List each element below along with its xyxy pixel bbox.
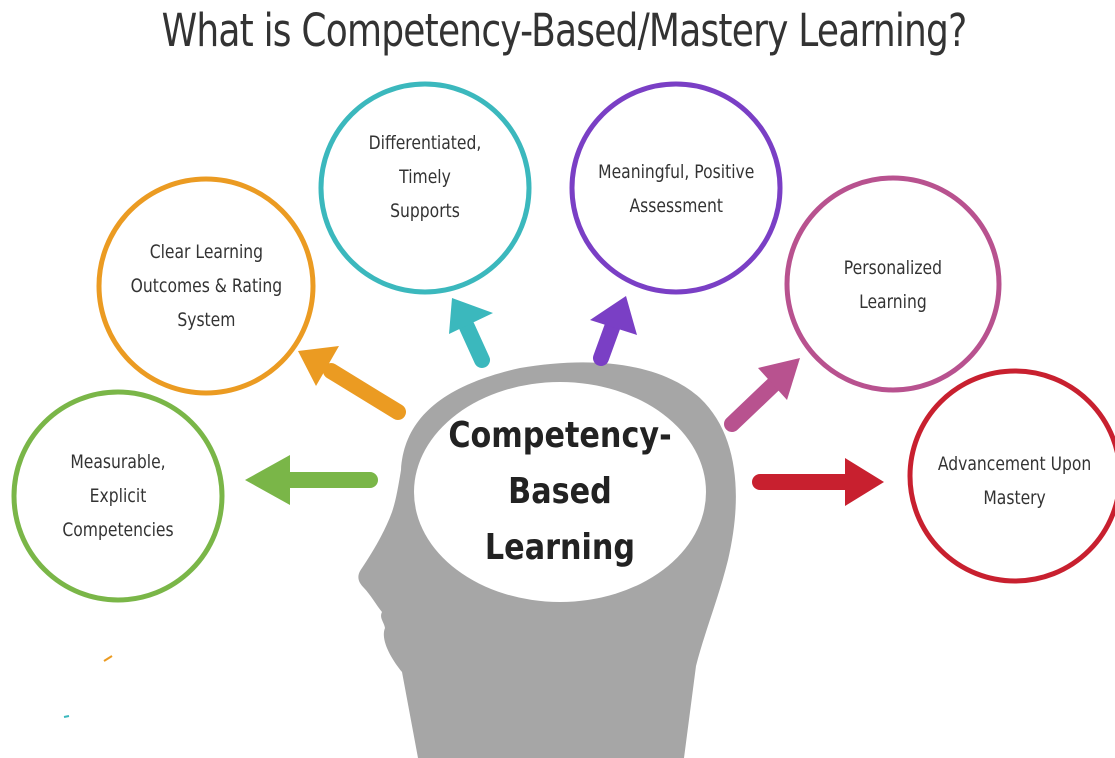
bubble-advancement-label: Advancement Upon Mastery [938,453,1092,509]
bubble-personalized-circle [784,175,1002,393]
bubble-clear-outcomes-label: Clear Learning Outcomes & Rating System [130,241,282,331]
arrow-advancement [752,458,884,506]
bubble-measurable-circle [11,389,225,603]
bubble-differentiated-circle [318,81,532,295]
arrow-personalized [724,358,800,432]
arrow-measurable [245,455,378,505]
arrow-meaningful [590,296,637,366]
bubble-measurable-label: Measurable, Explicit Competencies [62,451,174,541]
bubble-meaningful-label: Meaningful, Positive Assessment [597,161,755,217]
center-label: Competency- Based Learning [448,415,672,568]
page-title: What is Competency-Based/Mastery Learnin… [161,4,968,57]
bubble-advancement-circle [907,368,1115,584]
bubble-meaningful-circle [569,81,783,295]
bubble-clear-outcomes-circle [96,176,316,396]
bubble-personalized-label: Personalized Learning [843,257,943,313]
arrow-clear-outcomes [298,346,406,420]
stray-mark-orange [103,655,113,662]
arrow-differentiated [449,298,493,368]
bubble-differentiated-label: Differentiated, Timely Supports [368,132,482,222]
head-center-ellipse [414,382,706,602]
stray-mark-blue [63,715,70,718]
